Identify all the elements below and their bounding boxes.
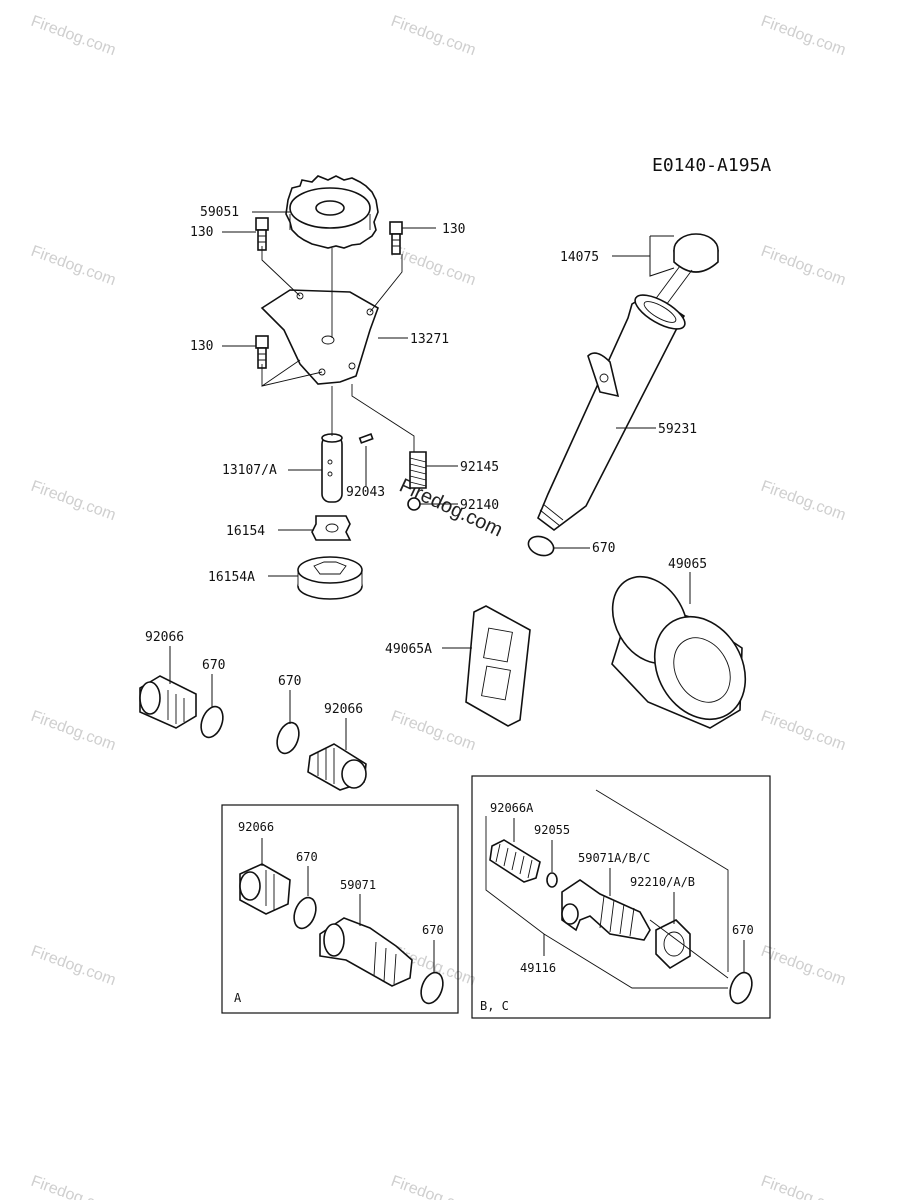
watermark: Firedog.com: [29, 1173, 118, 1200]
shaft-13107a: [321, 433, 343, 503]
dipstick-14075: [639, 233, 719, 325]
watermark: Firedog.com: [29, 708, 118, 754]
pin-92043: [358, 433, 374, 444]
label-130-right: 130: [442, 222, 465, 237]
box-a-plug-92066: [239, 863, 291, 915]
o-ring-670-1: [200, 705, 224, 739]
label-92140: 92140: [460, 498, 499, 513]
label-16154: 16154: [226, 524, 265, 539]
label-box-a-92066: 92066: [238, 820, 274, 834]
watermark: Firedog.com: [759, 243, 848, 289]
inset-box-bc: [471, 775, 771, 1019]
spring-92145: [409, 451, 427, 489]
label-box-a-670-1: 670: [296, 850, 318, 864]
bolt-130-left: [255, 217, 269, 251]
label-49065a: 49065A: [385, 642, 432, 657]
label-box-bc-92066a: 92066A: [490, 801, 534, 815]
box-bc-fitting-92066a: [489, 839, 541, 883]
watermark: Firedog.com: [759, 943, 848, 989]
label-box-bc-59071abc: 59071A/B/C: [578, 851, 650, 865]
box-bc-o-ring-670: [729, 971, 753, 1005]
box-bc-o-ring-92055: [546, 872, 558, 888]
bolt-130-mid: [255, 335, 269, 369]
watermark: Firedog.com: [29, 13, 118, 59]
label-box-bc-92055: 92055: [534, 823, 570, 837]
label-92066-left: 92066: [145, 630, 184, 645]
part-labels: 59051 130 130 130 13271 13107/A 92043 92…: [145, 205, 754, 975]
watermark: Firedog.com: [759, 708, 848, 754]
label-670-1: 670: [202, 658, 225, 673]
label-box-a-59071: 59071: [340, 878, 376, 892]
label-59231: 59231: [658, 422, 697, 437]
label-box-bc-670: 670: [732, 923, 754, 937]
ball-92140: [407, 497, 421, 511]
leader-lines: [169, 211, 745, 989]
oil-filter-49065: [611, 575, 747, 729]
label-130-left: 130: [190, 225, 213, 240]
gear-59051: [285, 175, 379, 249]
plug-92066-middle: [307, 743, 367, 791]
box-bc-nut-92210ab: [655, 919, 691, 970]
box-a-o-ring-670-2: [420, 971, 444, 1005]
strainer-49065a: [465, 605, 531, 727]
box-bc-fitting-59071abc: [561, 879, 651, 941]
tube-59231: [537, 294, 686, 531]
label-59051: 59051: [200, 205, 239, 220]
watermark: Firedog.com: [759, 13, 848, 59]
label-box-bc-92210ab: 92210/A/B: [630, 875, 695, 889]
label-box-a-670-2: 670: [422, 923, 444, 937]
inset-box-a-label: A: [234, 991, 242, 1005]
watermark: Firedog.com: [29, 243, 118, 289]
watermark: Firedog.com: [389, 708, 478, 754]
o-ring-670-2: [276, 721, 300, 755]
label-13271: 13271: [410, 332, 449, 347]
inset-box-bc-label: B, C: [480, 999, 509, 1013]
watermark: Firedog.com: [29, 943, 118, 989]
inset-box-a: [221, 804, 459, 1014]
label-13107a: 13107/A: [222, 463, 277, 478]
watermarks: Firedog.com Firedog.com Firedog.com Fire…: [29, 13, 848, 1200]
box-a-o-ring-670-1: [293, 896, 317, 930]
label-670-2: 670: [278, 674, 301, 689]
watermark: Firedog.com: [389, 1173, 478, 1200]
bolt-130-right: [389, 221, 403, 255]
plate-13271: [260, 289, 379, 385]
label-670-dipstick: 670: [592, 541, 615, 556]
label-130-mid: 130: [190, 339, 213, 354]
watermark: Firedog.com: [389, 13, 478, 59]
label-49065: 49065: [668, 557, 707, 572]
label-92145: 92145: [460, 460, 499, 475]
label-92066-middle: 92066: [324, 702, 363, 717]
watermark: Firedog.com: [29, 478, 118, 524]
plug-92066-left: [139, 675, 197, 729]
label-92043: 92043: [346, 485, 385, 500]
o-ring-670-dipstick: [527, 535, 555, 557]
rotor-16154: [311, 515, 352, 541]
label-16154a: 16154A: [208, 570, 255, 585]
label-14075: 14075: [560, 250, 599, 265]
watermark: Firedog.com: [759, 478, 848, 524]
rotor-16154a: [297, 556, 363, 600]
watermark: Firedog.com: [759, 1173, 848, 1200]
diagram-code: E0140-A195A: [652, 155, 771, 176]
label-box-bc-49116: 49116: [520, 961, 556, 975]
box-a-fitting-59071: [319, 917, 413, 987]
